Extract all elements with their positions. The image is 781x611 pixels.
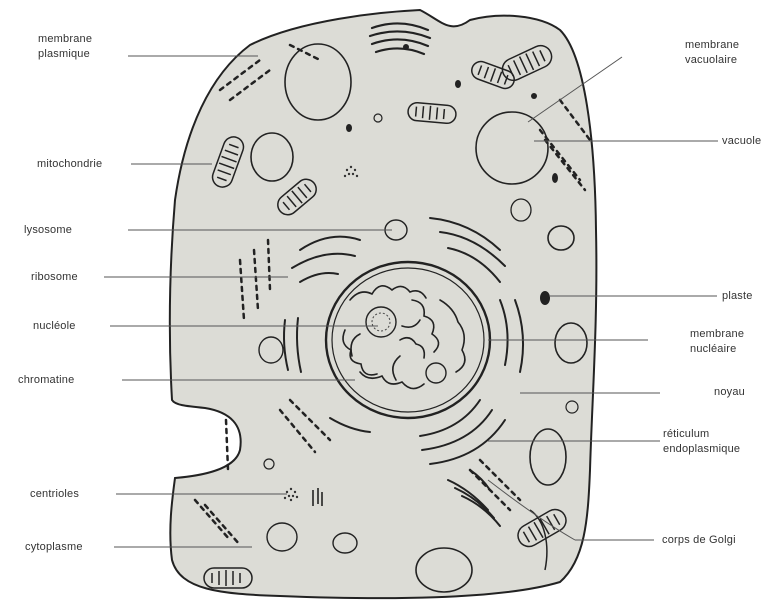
granule (346, 124, 352, 132)
granule (403, 44, 409, 50)
granule (552, 173, 558, 183)
label-line: membrane (685, 38, 739, 53)
label-nucleole: nucléole (33, 319, 76, 334)
label-line: vacuolaire (685, 53, 739, 68)
label-mitochondrie: mitochondrie (37, 157, 102, 172)
label-centrioles: centrioles (30, 487, 79, 502)
label-line: réticulum (663, 427, 740, 442)
label-ribosome: ribosome (31, 270, 78, 285)
label-chromatine: chromatine (18, 373, 74, 388)
label-lysosome: lysosome (24, 223, 72, 238)
label-vacuole: vacuole (722, 134, 761, 149)
granule (455, 80, 461, 88)
label-line: membrane (38, 32, 92, 47)
label-membrane-plasmique: membrane plasmique (38, 32, 92, 62)
label-golgi: corps de Golgi (662, 533, 736, 548)
plastid (540, 291, 550, 305)
label-line: nucléaire (690, 342, 744, 357)
label-line: plasmique (38, 47, 92, 62)
label-membrane-vacuolaire: membrane vacuolaire (685, 38, 739, 68)
label-membrane-nucleaire: membrane nucléaire (690, 327, 744, 357)
label-cytoplasme: cytoplasme (25, 540, 83, 555)
label-line: endoplasmique (663, 442, 740, 457)
label-line: membrane (690, 327, 744, 342)
granule (531, 93, 537, 99)
label-plaste: plaste (722, 289, 753, 304)
label-noyau: noyau (714, 385, 745, 400)
label-reticulum: réticulum endoplasmique (663, 427, 740, 457)
